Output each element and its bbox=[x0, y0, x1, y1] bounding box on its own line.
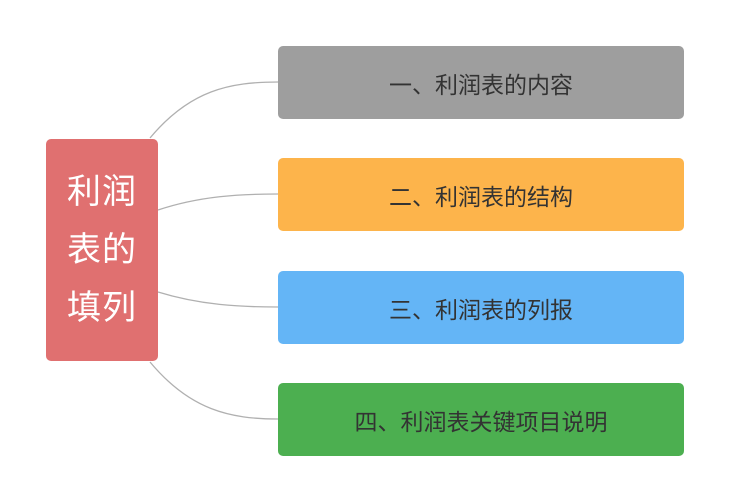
connector-2 bbox=[157, 193, 279, 211]
branch-label: 二、利润表的结构 bbox=[389, 184, 573, 211]
branch-node-key-items[interactable]: 四、利润表关键项目说明 bbox=[278, 383, 684, 456]
branch-label: 三、利润表的列报 bbox=[389, 297, 573, 324]
root-node[interactable]: 利润 表的 填列 bbox=[46, 139, 158, 361]
branch-label: 一、利润表的内容 bbox=[389, 72, 573, 99]
branch-label: 四、利润表关键项目说明 bbox=[354, 409, 608, 436]
root-line: 填列 bbox=[67, 288, 137, 328]
branch-node-structure[interactable]: 二、利润表的结构 bbox=[278, 158, 684, 231]
branch-node-content[interactable]: 一、利润表的内容 bbox=[278, 46, 684, 119]
branch-node-presentation[interactable]: 三、利润表的列报 bbox=[278, 271, 684, 344]
root-line: 表的 bbox=[67, 230, 137, 270]
root-line: 利润 bbox=[67, 172, 137, 212]
connector-1 bbox=[149, 81, 279, 139]
connector-3 bbox=[157, 291, 279, 308]
connector-4 bbox=[149, 361, 279, 420]
